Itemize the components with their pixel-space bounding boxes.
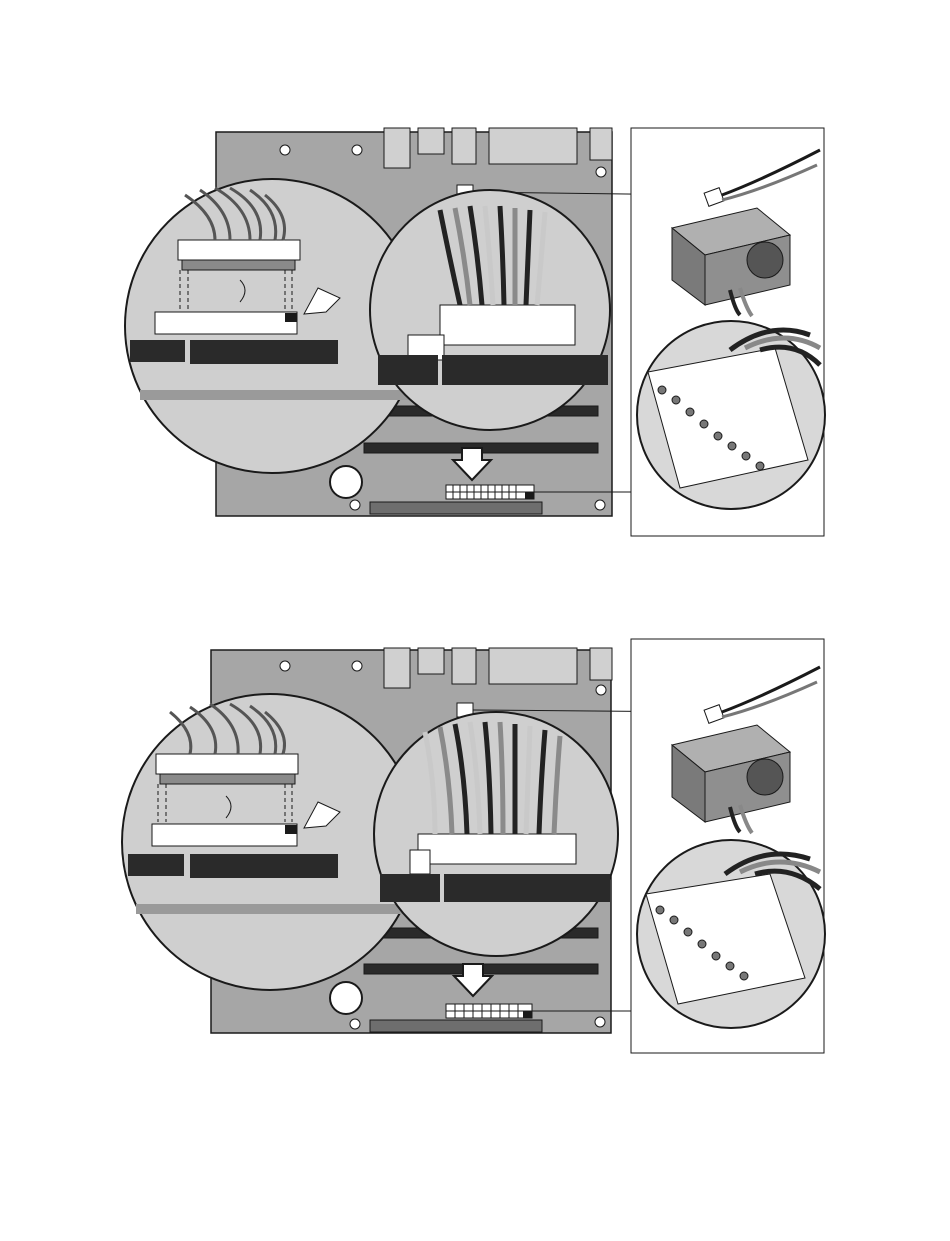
atx-connector-icon [637,840,825,1028]
cmos-battery [330,466,362,498]
zoom-circle-right [374,712,618,956]
cmos-battery [330,982,362,1014]
installation-figure-top [0,100,950,560]
motherboard-diagram [0,100,950,560]
installation-figure-bottom [0,612,950,1072]
zoom-circle-right [370,190,610,430]
atx-connector-icon [637,321,825,509]
motherboard-diagram [0,612,950,1072]
